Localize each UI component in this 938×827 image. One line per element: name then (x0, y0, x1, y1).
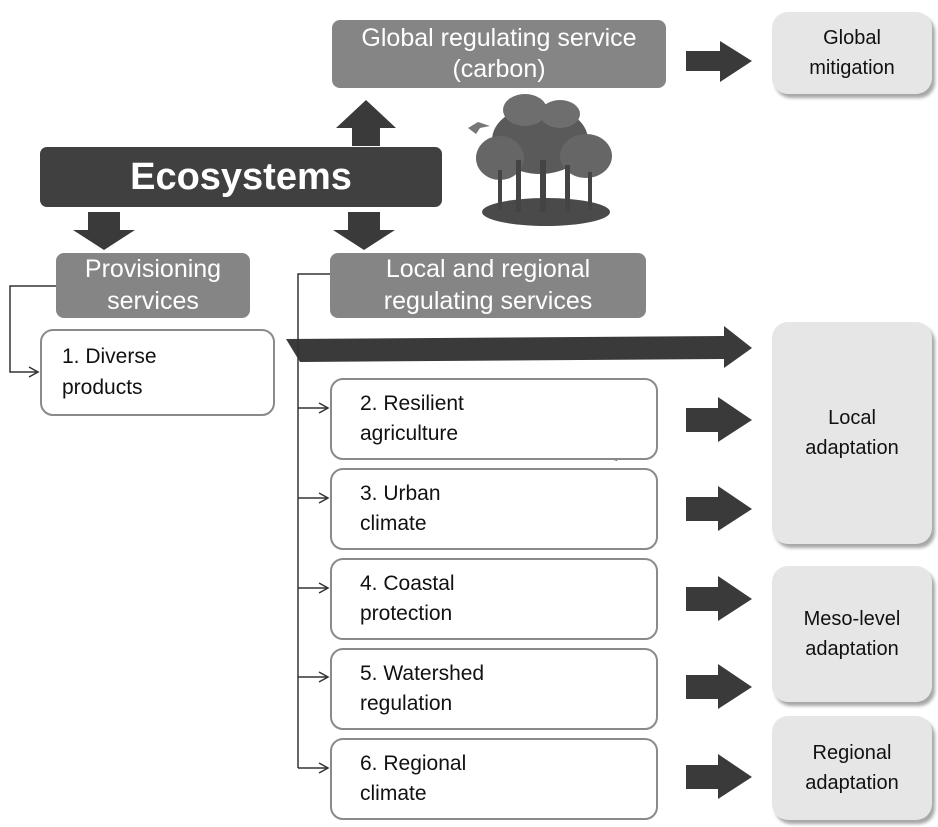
connector-provisioning (9, 285, 56, 378)
ecosystems-title-box: Ecosystems (40, 147, 442, 207)
service-box-3: 3. Urban climate (330, 468, 658, 550)
service-box-1: 1. Diverse products (40, 329, 275, 416)
service-label-1: 1. Diverse products (62, 345, 157, 399)
right-arrow-row-5 (686, 664, 752, 709)
ecosystems-title: Ecosystems (130, 155, 352, 198)
service-label-3: 3. Urban climate (360, 481, 441, 535)
service-label-2: 2. Resilient agriculture (360, 391, 464, 445)
local-regional-label: Local and regional regulating services (383, 255, 593, 315)
global-regulating-label: Global regulating service (carbon) (361, 23, 637, 83)
outcome-local-label: Local adaptation (805, 407, 899, 459)
service-label-6: 6. Regional climate (360, 751, 467, 805)
outcome-regional-label: Regional adaptation (805, 742, 899, 794)
local-regional-header: Local and regional regulating services (330, 253, 646, 318)
service-box-6: 6. Regional climate (330, 738, 658, 820)
service-label-4: 4. Coastal protection (360, 571, 455, 625)
right-arrow-row-4 (686, 576, 752, 621)
outcome-global-label: Global mitigation (809, 27, 895, 79)
outcome-meso-label: Meso-level adaptation (803, 608, 901, 660)
right-arrow-row-2 (686, 397, 752, 442)
right-arrow-row-1 (286, 326, 752, 368)
service-box-2: 2. Resilient agriculture (330, 378, 658, 460)
global-regulating-header: Global regulating service (carbon) (332, 20, 666, 88)
connector-trunk (297, 273, 330, 768)
right-arrow-global (686, 41, 752, 82)
service-box-4: 4. Coastal protection (330, 558, 658, 640)
outcome-meso-adaptation: Meso-level adaptation (772, 566, 932, 702)
outcome-global-mitigation: Global mitigation (772, 12, 932, 94)
down-arrow-to-local-regional (333, 212, 395, 250)
service-label-5: 5. Watershed regulation (360, 661, 485, 715)
provisioning-label: Provisioning services (84, 255, 222, 315)
up-arrow-to-global (336, 100, 396, 146)
service-box-5: 5. Watershed regulation (330, 648, 658, 730)
down-arrow-to-provisioning (73, 212, 135, 250)
right-arrow-row-3 (686, 486, 752, 531)
outcome-regional-adaptation: Regional adaptation (772, 716, 932, 820)
right-arrow-row-6 (686, 754, 752, 799)
provisioning-header: Provisioning services (56, 253, 250, 318)
outcome-local-adaptation: Local adaptation (772, 322, 932, 544)
forest-island-icon (468, 94, 612, 226)
